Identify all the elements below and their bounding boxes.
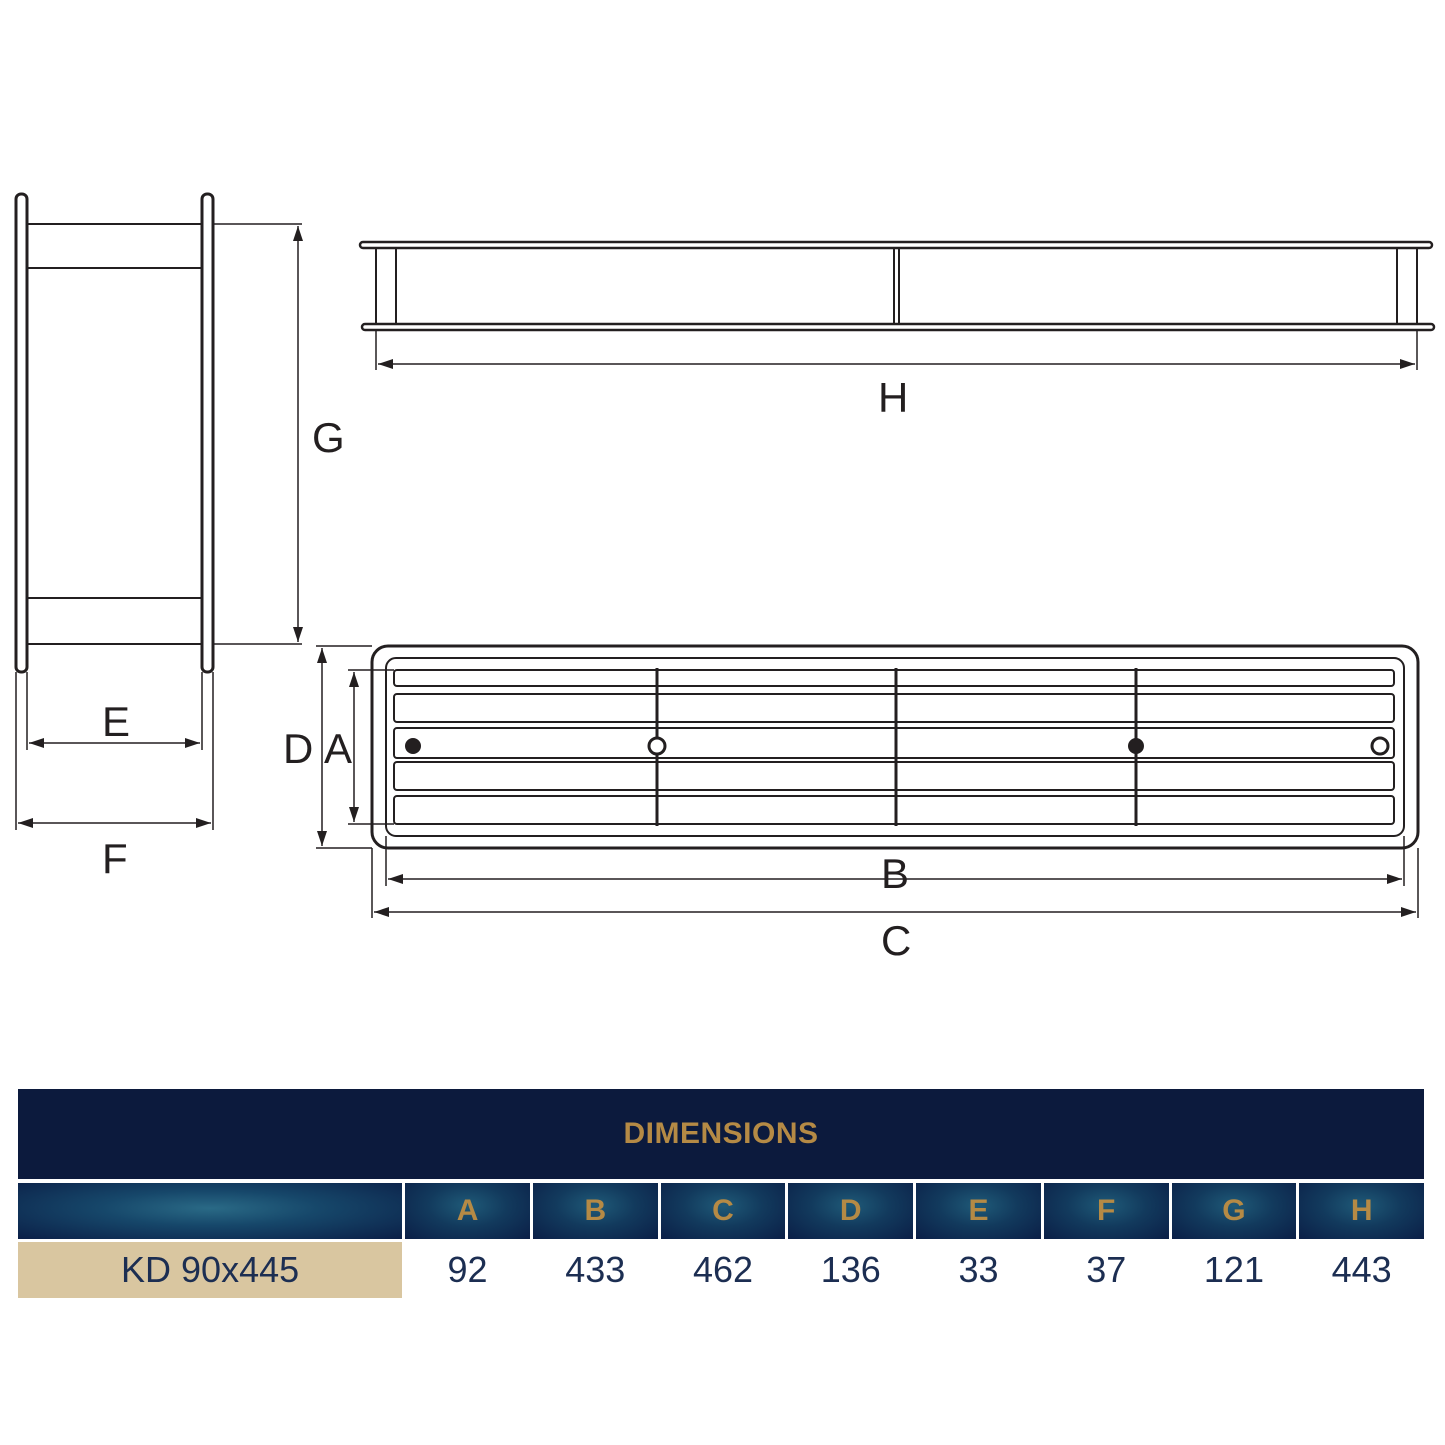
value-cell-d: 136 [820, 1249, 881, 1290]
technical-drawing: G H E F D A B C [14, 192, 1436, 964]
dim-label-c: C [881, 917, 911, 964]
value-cell-e: 33 [958, 1249, 999, 1290]
value-cell-a: 92 [447, 1249, 488, 1290]
top-view [358, 240, 1436, 370]
column-header-b: B [532, 1183, 658, 1239]
column-header-a: A [405, 1183, 530, 1239]
dim-label-b: B [881, 850, 909, 897]
table-title: DIMENSIONS [18, 1089, 1424, 1179]
column-header-g: G [1171, 1183, 1297, 1239]
value-cell-f: 37 [1086, 1249, 1127, 1290]
dim-label-a: A [324, 725, 352, 772]
model-name-cell: KD 90x445 [18, 1242, 403, 1298]
dim-label-d: D [283, 725, 313, 772]
table-row: KD 90x445 92 433 462 136 33 37 121 443 [18, 1242, 1424, 1298]
front-view [316, 644, 1420, 918]
dim-label-f: F [102, 835, 128, 882]
column-header-f: F [1043, 1183, 1169, 1239]
column-header-h: H [1299, 1183, 1425, 1239]
value-cell-h: 443 [1331, 1249, 1392, 1290]
value-cell-b: 433 [565, 1249, 626, 1290]
column-header-e: E [916, 1183, 1041, 1239]
dim-label-g: G [312, 414, 345, 461]
column-header-row: A B C D E F G H [18, 1183, 1425, 1239]
dim-label-e: E [102, 698, 130, 745]
side-view [14, 192, 303, 830]
dim-label-h: H [878, 374, 908, 421]
dimensions-table: DIMENSIONS A B C D E F G H KD 90x445 92 … [18, 1089, 1425, 1298]
value-cell-g: 121 [1203, 1249, 1264, 1290]
column-header-d: D [788, 1183, 914, 1239]
column-header-c: C [660, 1183, 786, 1239]
value-cell-c: 462 [692, 1249, 754, 1290]
column-header-blank [18, 1183, 403, 1239]
